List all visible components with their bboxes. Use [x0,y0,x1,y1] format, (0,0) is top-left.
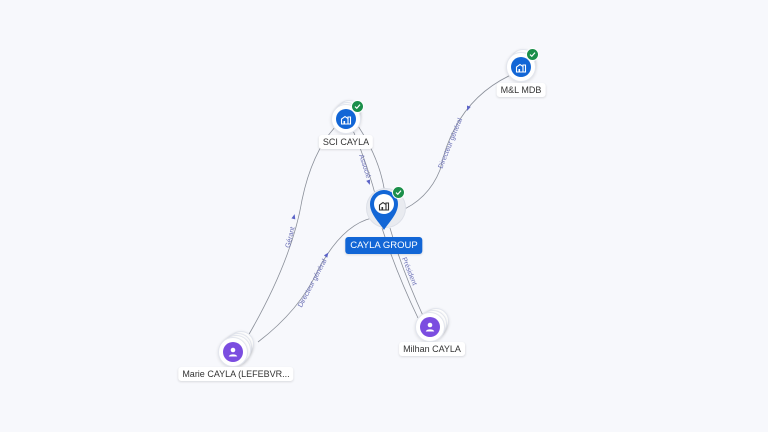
check-icon [392,186,405,199]
edge-ml-mdb-directeur [397,73,514,213]
node-milhan-cayla[interactable] [415,308,449,342]
edge-marie-directeur [257,217,373,343]
node-ml-mdb[interactable] [506,48,539,82]
node-label-sci-cayla[interactable]: SCI CAYLA [318,135,374,149]
node-sci-cayla[interactable] [331,100,364,134]
person-icon [223,342,243,362]
edge-milhan-president [389,227,425,319]
node-label-cayla-group[interactable]: CAYLA GROUP [345,237,423,254]
node-marie-cayla[interactable] [218,331,254,367]
building-icon [336,109,356,129]
check-icon [526,48,539,61]
node-cayla-group[interactable] [362,186,406,238]
node-label-ml-mdb[interactable]: M&L MDB [496,83,546,97]
building-icon [378,198,390,211]
edge-milhan-cayla-group-b [381,227,419,319]
person-icon [420,317,440,337]
node-label-marie-cayla[interactable]: Marie CAYLA (LEFEBVR... [178,367,294,381]
check-icon [351,100,364,113]
building-icon [511,57,531,77]
node-label-milhan-cayla[interactable]: Milhan CAYLA [399,342,465,356]
